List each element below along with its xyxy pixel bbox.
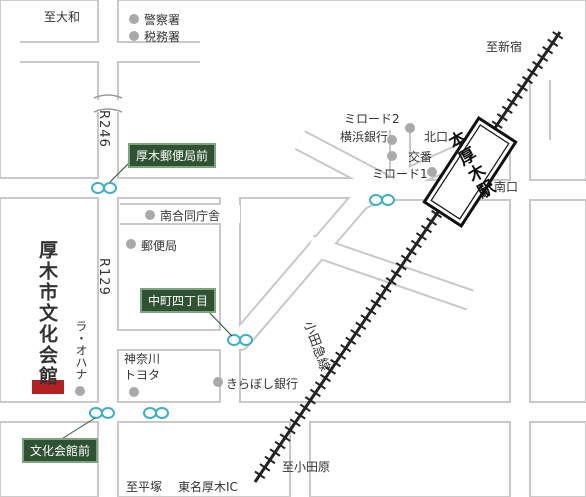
tax-office-label: 税務署 (144, 30, 181, 44)
rail-tie (254, 470, 266, 480)
rail-tie (410, 239, 422, 249)
bus-stop-bunka-2 (143, 407, 169, 419)
rail-tie (365, 306, 377, 316)
direction-tomei-ic: 東名厚木IC (178, 480, 238, 494)
rail-tie (314, 381, 326, 390)
toyota-label-2: トヨタ (124, 368, 161, 382)
north-exit-label: 北口 (424, 130, 449, 144)
direction-hiratsuka: 至平塚 (126, 480, 163, 494)
rail-tie (431, 209, 443, 219)
rail-tie (274, 440, 286, 450)
la-ohana-label: ラ・オハナ (74, 320, 88, 380)
rail-tie (547, 38, 559, 47)
rail-tie (511, 90, 523, 100)
rail-tie (345, 336, 357, 345)
koban-marker (387, 151, 397, 161)
kiraboshi-marker (213, 377, 223, 387)
mirode1-label: ミロード1 (372, 167, 428, 181)
rail-tie (269, 448, 281, 457)
rail-tie (319, 373, 332, 383)
rail-tie (390, 269, 402, 278)
bus-stop-label-bunka: 文化会館前 (22, 438, 99, 463)
mirode1-marker (427, 167, 437, 177)
rail-tie (400, 254, 412, 264)
venue-name: 厚木市文化会館 (36, 240, 58, 387)
direction-yamato: 至大和 (44, 10, 81, 24)
yokohama-bank-label: 横浜銀行 (340, 130, 389, 144)
rail-tie (537, 53, 549, 62)
rail-tie (375, 291, 387, 301)
rail-tie (289, 418, 301, 427)
rail-tie (501, 105, 513, 115)
bus-stop-post-office (91, 182, 117, 194)
rail-tie (309, 388, 321, 398)
rail-tie (506, 98, 518, 107)
road-break-mark (93, 94, 123, 113)
route-r246: R246 (96, 110, 111, 148)
rail-tie (405, 247, 417, 256)
station-box (422, 116, 518, 228)
bus-stop-nakacho (227, 334, 253, 346)
rail-tie (532, 60, 544, 70)
bus-stop-mirode (369, 194, 395, 206)
post-office-label: 郵便局 (141, 239, 178, 253)
mirode2-label: ミロード2 (344, 112, 400, 126)
bus-stop-label-nakacho: 中町四丁目 (140, 288, 217, 313)
rail-tie (542, 46, 554, 55)
direction-odawara: 至小田原 (282, 460, 331, 474)
rail-tie (335, 351, 347, 360)
koban-label: 交番 (408, 150, 433, 164)
rail-tie (294, 411, 306, 420)
rail-tie (299, 403, 311, 413)
rail-tie (491, 120, 503, 129)
rail-tie (325, 366, 337, 375)
rail-tie (360, 314, 372, 323)
yokohama-bank-marker (387, 135, 397, 145)
direction-shinjuku: 至新宿 (486, 40, 523, 54)
joint-office-marker (145, 210, 155, 220)
police-marker (129, 14, 139, 24)
rail-tie (385, 276, 397, 286)
rail-tie (370, 299, 382, 308)
rail-tie (284, 425, 296, 435)
rail-tie (415, 232, 427, 241)
tax-office-marker (129, 31, 139, 41)
rail-tie (330, 358, 342, 368)
post-office-marker (126, 239, 136, 249)
kiraboshi-label: きらぼし銀行 (226, 377, 299, 391)
police-label: 警察署 (144, 13, 181, 27)
rail-tie (420, 224, 432, 234)
bus-stop-bunka-1 (89, 407, 115, 419)
mirode2-marker (405, 123, 415, 133)
bus-stop-label-atsugi-post: 厚木郵便局前 (128, 143, 217, 168)
la-ohana-marker (75, 386, 85, 396)
venue-marker (32, 380, 64, 394)
rail-tie (259, 463, 271, 472)
rail-tie (279, 433, 291, 442)
rail-tie (340, 344, 352, 353)
rail-tie (395, 262, 407, 271)
rail-tie (552, 31, 564, 40)
rail-tie (355, 321, 367, 331)
toyota-label-1: 神奈川 (124, 352, 161, 366)
rail-tie (425, 217, 438, 226)
rail-tie (496, 113, 508, 122)
rail-tie (380, 284, 392, 293)
rail-tie (526, 68, 539, 77)
rail-tie (304, 396, 316, 405)
rail-tie (516, 83, 528, 92)
south-exit-label: 南口 (494, 180, 519, 194)
joint-office-label: 南合同庁舎 (160, 209, 221, 223)
rail-tie (350, 329, 362, 338)
rail-tie (521, 75, 533, 85)
rail-tie (264, 455, 276, 465)
toyota-marker (129, 387, 139, 397)
route-r129: R129 (96, 258, 111, 296)
